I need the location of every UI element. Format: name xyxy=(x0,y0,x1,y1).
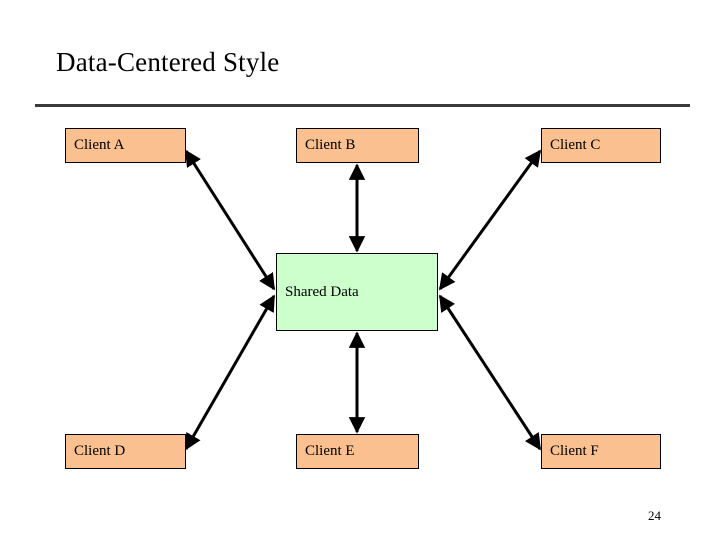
edge-client-d-to-shared-data xyxy=(184,294,276,451)
node-label: Client E xyxy=(305,443,355,459)
node-label: Client A xyxy=(74,137,125,153)
node-label: Client F xyxy=(550,443,599,459)
page-number: 24 xyxy=(648,508,661,523)
title-divider xyxy=(35,104,690,107)
node-label: Client D xyxy=(74,443,126,459)
node-label: Client C xyxy=(550,137,601,153)
node-client-a[interactable]: Client A xyxy=(65,128,186,163)
node-client-f[interactable]: Client F xyxy=(541,434,661,469)
node-client-d[interactable]: Client D xyxy=(65,434,186,469)
edge-client-f-to-shared-data xyxy=(438,294,542,451)
edge-client-a-to-shared-data xyxy=(184,149,276,291)
node-shared-data[interactable]: Shared Data xyxy=(276,253,438,331)
node-client-e[interactable]: Client E xyxy=(296,434,419,469)
page-title: Data-Centered Style xyxy=(56,47,280,77)
edge-client-c-to-shared-data xyxy=(438,149,542,291)
node-client-b[interactable]: Client B xyxy=(296,128,419,163)
node-label: Shared Data xyxy=(285,283,359,300)
node-client-c[interactable]: Client C xyxy=(541,128,661,163)
node-label: Client B xyxy=(305,137,356,153)
